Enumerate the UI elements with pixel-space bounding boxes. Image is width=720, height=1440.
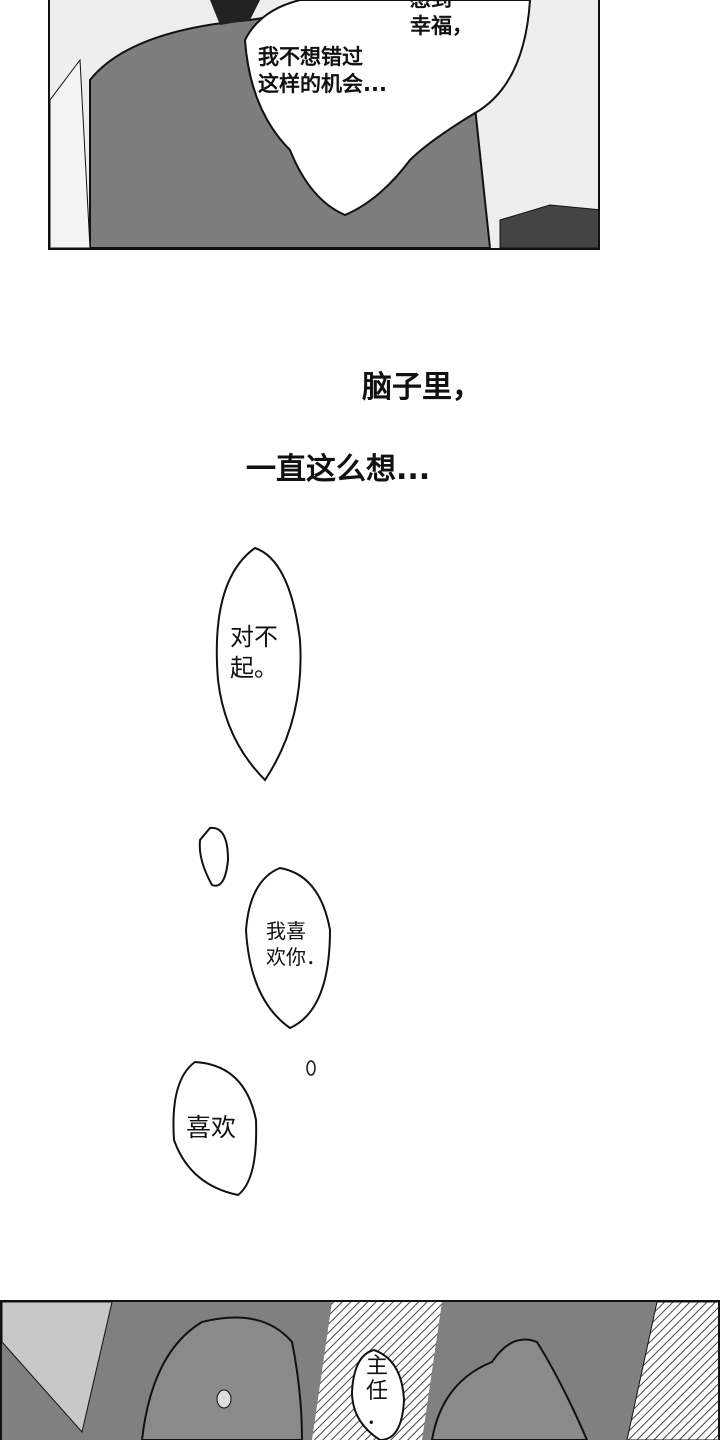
bubble-line: 欢你．	[266, 945, 326, 969]
speech-bubble-like: 喜欢	[186, 1113, 237, 1142]
comic-panel-top: 感到 幸福， 我不想错过 这样的机会...	[48, 0, 600, 250]
bubble-line: ．	[366, 1404, 389, 1430]
bubble-line: 感到	[410, 0, 473, 13]
bubble-line: 这样的机会...	[258, 72, 387, 97]
bubble-line: 主	[366, 1354, 389, 1379]
comic-panel-bottom: 主 任 ．	[0, 1300, 720, 1440]
panel-art-hands	[2, 1302, 718, 1440]
bubble-line: 我喜	[266, 919, 306, 943]
bubble-line: 对不	[230, 623, 278, 651]
bubble-line: 我不想错过	[258, 45, 363, 69]
speech-bubble-like-you: 我喜 欢你．	[266, 918, 326, 970]
narration-line-1: 脑子里，	[362, 370, 482, 405]
speech-bubble-text: 感到 幸福，	[410, 0, 473, 41]
bubble-outlines	[172, 546, 332, 1197]
narration-line-2: 一直这么想...	[246, 452, 431, 487]
speech-bubble-sorry: 对不 起。	[230, 622, 278, 684]
panel-art-figure-back	[50, 0, 598, 248]
bubble-line: 幸福，	[410, 14, 473, 39]
bubble-line: 任	[366, 1379, 389, 1405]
speech-bubble-director: 主 任 ．	[366, 1354, 388, 1430]
speech-bubble-text: 我不想错过 这样的机会...	[258, 44, 387, 99]
bubble-line: 起。	[230, 654, 278, 683]
